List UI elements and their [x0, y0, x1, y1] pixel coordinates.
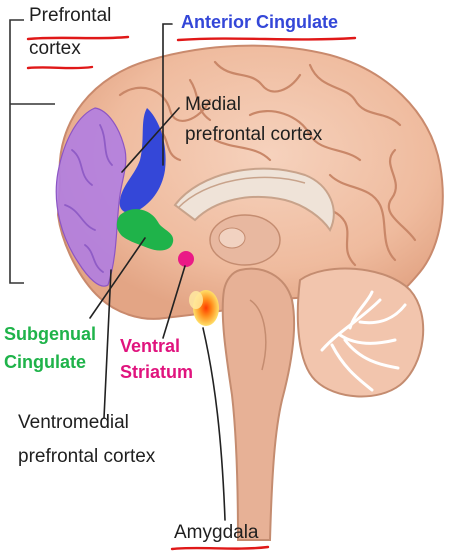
arbor-vitae: [320, 290, 407, 392]
medial-prefrontal-label-line2: prefrontal cortex: [185, 124, 323, 145]
subgenual-cingulate-label-line2: Cingulate: [4, 352, 87, 372]
prefrontal-cortex-label-line1: Prefrontal: [29, 5, 112, 26]
corpus-callosum: [173, 167, 335, 232]
brainstem: [221, 267, 296, 541]
medial-prefrontal-label-line1: Medial: [185, 94, 241, 115]
ventral-striatum-label-line2: Striatum: [120, 362, 194, 382]
label-underlines: [26, 35, 357, 551]
anterior-cingulate-region: [119, 108, 166, 213]
subgenual-cingulate-region: [116, 209, 174, 251]
anterior-cingulate-label: Anterior Cingulate: [181, 12, 339, 32]
ventromedial-prefrontal-label-line2: prefrontal cortex: [18, 446, 156, 467]
prefrontal-cortex-label-line2: cortex: [29, 38, 81, 59]
prefrontal-bracket: [9, 19, 55, 284]
ventral-striatum-label-line1: Ventral: [120, 336, 181, 356]
leader-lines: [89, 23, 226, 521]
subgenual-cingulate-label-line1: Subgenual: [4, 324, 97, 344]
cerebellum: [296, 267, 425, 398]
ventromedial-prefrontal-label-line1: Ventromedial: [18, 412, 129, 433]
amygdala-label: Amygdala: [174, 522, 259, 543]
ventral-striatum-region: [178, 251, 194, 267]
